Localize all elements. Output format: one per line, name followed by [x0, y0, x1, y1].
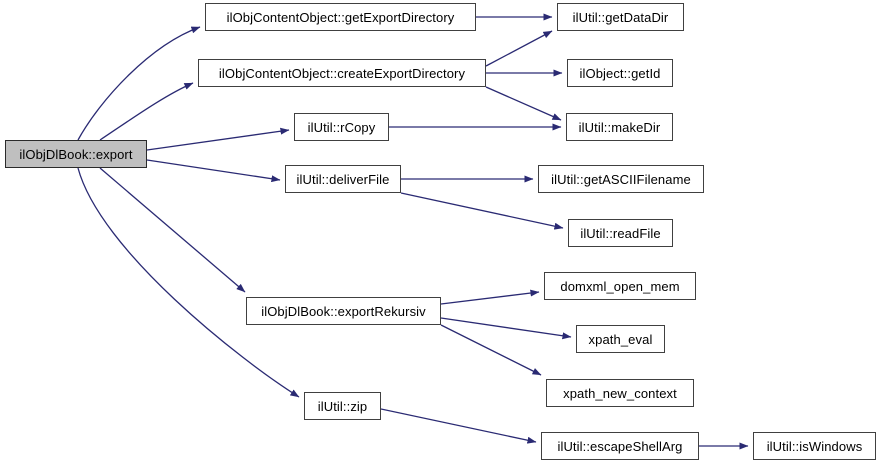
edge-createExportDirectory-to-makeDir	[485, 86, 562, 121]
edge-export-to-exportRekursiv	[99, 167, 246, 293]
node-xpath_new_context[interactable]: xpath_new_context	[546, 379, 694, 407]
node-label: ilUtil::zip	[317, 398, 368, 414]
node-rCopy[interactable]: ilUtil::rCopy	[294, 113, 389, 141]
node-label: xpath_eval	[588, 331, 653, 347]
node-label: ilUtil::deliverFile	[296, 171, 390, 187]
edge-deliverFile-to-readFile	[400, 192, 564, 230]
edge-exportRekursiv-to-xpath_new_context	[440, 324, 542, 376]
node-domxml_open_mem[interactable]: domxml_open_mem	[544, 272, 696, 300]
node-getId[interactable]: ilObject::getId	[567, 59, 673, 87]
node-label: ilUtil::rCopy	[307, 119, 376, 135]
node-readFile[interactable]: ilUtil::readFile	[568, 219, 673, 247]
edge-export-to-getExportDirectory	[77, 26, 201, 141]
node-label: ilUtil::isWindows	[766, 438, 863, 454]
edge-exportRekursiv-to-xpath_eval	[440, 317, 572, 340]
edge-createExportDirectory-to-getDataDir	[485, 30, 553, 67]
node-getExportDirectory[interactable]: ilObjContentObject::getExportDirectory	[205, 3, 476, 31]
node-makeDir[interactable]: ilUtil::makeDir	[566, 113, 673, 141]
node-deliverFile[interactable]: ilUtil::deliverFile	[285, 165, 401, 193]
node-label: ilUtil::getASCIIFilename	[551, 171, 691, 187]
node-xpath_eval[interactable]: xpath_eval	[576, 325, 665, 353]
node-label: domxml_open_mem	[560, 278, 680, 294]
node-label: ilObjContentObject::getExportDirectory	[226, 9, 455, 25]
node-escapeShellArg[interactable]: ilUtil::escapeShellArg	[541, 432, 699, 460]
node-label: ilUtil::makeDir	[578, 119, 661, 135]
node-label: ilObjContentObject::createExportDirector…	[218, 65, 466, 81]
node-label: ilUtil::readFile	[580, 225, 661, 241]
edge-export-to-deliverFile	[146, 159, 281, 183]
edge-export-to-createExportDirectory	[99, 82, 194, 141]
node-export[interactable]: ilObjDlBook::export	[5, 140, 147, 168]
node-createExportDirectory[interactable]: ilObjContentObject::createExportDirector…	[198, 59, 486, 87]
node-isWindows[interactable]: ilUtil::isWindows	[753, 432, 876, 460]
edge-exportRekursiv-to-domxml_open_mem	[440, 289, 540, 305]
node-exportRekursiv[interactable]: ilObjDlBook::exportRekursiv	[246, 297, 441, 325]
node-zip[interactable]: ilUtil::zip	[304, 392, 381, 420]
node-label: ilUtil::getDataDir	[572, 9, 669, 25]
node-label: ilObject::getId	[579, 65, 661, 81]
node-label: xpath_new_context	[563, 385, 677, 401]
edge-zip-to-escapeShellArg	[380, 408, 537, 444]
node-label: ilUtil::escapeShellArg	[557, 438, 683, 454]
edge-export-to-rCopy	[146, 127, 290, 151]
node-getDataDir[interactable]: ilUtil::getDataDir	[557, 3, 684, 31]
node-getASCIIFilename[interactable]: ilUtil::getASCIIFilename	[538, 165, 704, 193]
node-label: ilObjDlBook::export	[19, 146, 133, 162]
node-label: ilObjDlBook::exportRekursiv	[261, 303, 426, 319]
edge-export-to-zip	[77, 167, 300, 398]
